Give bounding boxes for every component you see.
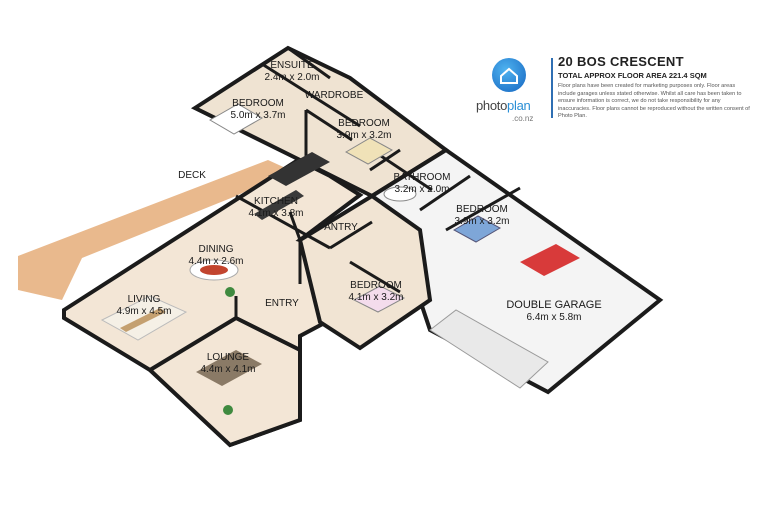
plant-icon	[223, 405, 233, 415]
garage-label: DOUBLE GARAGE	[506, 299, 601, 311]
bathroom-size: 3.2m x 2.0m	[394, 184, 449, 195]
bedroom4-label: BEDROOM	[350, 280, 402, 291]
kitchen-size: 4.1m x 3.8m	[248, 208, 303, 219]
dining-size: 4.4m x 2.6m	[188, 256, 243, 267]
house-logo-icon	[492, 58, 526, 92]
lounge-label: LOUNGE	[207, 352, 250, 363]
bed-icon	[452, 215, 502, 243]
bed-icon	[344, 137, 394, 165]
plant-icon	[225, 287, 235, 297]
ensuite-size: 2.4m x 2.0m	[264, 72, 319, 83]
kitchen-bench-icon	[268, 152, 330, 186]
sofa-icon	[196, 350, 262, 386]
brand-domain: .co.nz	[512, 114, 534, 123]
brand-name-part2: plan	[507, 98, 531, 113]
room-labels: ENSUITE 2.4m x 2.0m WARDROBE BEDROOM 5.0…	[116, 60, 601, 375]
furniture	[100, 103, 580, 415]
deck-area	[18, 160, 290, 300]
brand-wordmark: photoplan	[476, 98, 556, 113]
bed-icon	[209, 103, 263, 135]
pantry-label: PANTRY	[318, 222, 358, 233]
divider	[551, 58, 553, 118]
lounge-size: 4.4m x 4.1m	[200, 364, 255, 375]
house-floor	[62, 45, 664, 448]
wardrobe-label: WARDROBE	[305, 90, 364, 101]
living-label: LIVING	[128, 294, 161, 305]
disclaimer: Floor plans have been created for market…	[558, 83, 750, 120]
bedroom3-size: 3.9m x 3.2m	[454, 216, 509, 227]
brand-logo: photoplan .co.nz	[476, 56, 548, 126]
ensuite-label: ENSUITE	[270, 60, 314, 71]
bed-icon	[352, 285, 406, 313]
bedroom4-size: 4.1m x 3.2m	[348, 292, 403, 303]
living-size: 4.9m x 4.5m	[116, 306, 171, 317]
dining-label: DINING	[199, 244, 234, 255]
entry-label: ENTRY	[265, 298, 299, 309]
floor-area: TOTAL APPROX FLOOR AREA 221.4 SQM	[558, 71, 707, 80]
bedroom2-label: BEDROOM	[338, 118, 390, 129]
address-title: 20 BOS CRESCENT	[558, 54, 684, 69]
interior-walls	[234, 46, 521, 318]
bedroom3-label: BEDROOM	[456, 204, 508, 215]
plan-info: 20 BOS CRESCENT TOTAL APPROX FLOOR AREA …	[558, 54, 754, 121]
kitchen-label: KITCHEN	[254, 196, 298, 207]
bathtub-icon	[383, 186, 417, 202]
bathroom-label: BATHROOM	[393, 172, 450, 183]
brand-name-part1: photo	[476, 98, 508, 113]
bedroom1-size: 5.0m x 3.7m	[230, 110, 285, 121]
bedroom2-size: 3.9m x 3.2m	[336, 130, 391, 141]
bedroom1-label: BEDROOM	[232, 98, 284, 109]
car-icon	[520, 244, 580, 276]
deck-label: DECK	[178, 170, 206, 181]
garage-size: 6.4m x 5.8m	[526, 312, 581, 323]
